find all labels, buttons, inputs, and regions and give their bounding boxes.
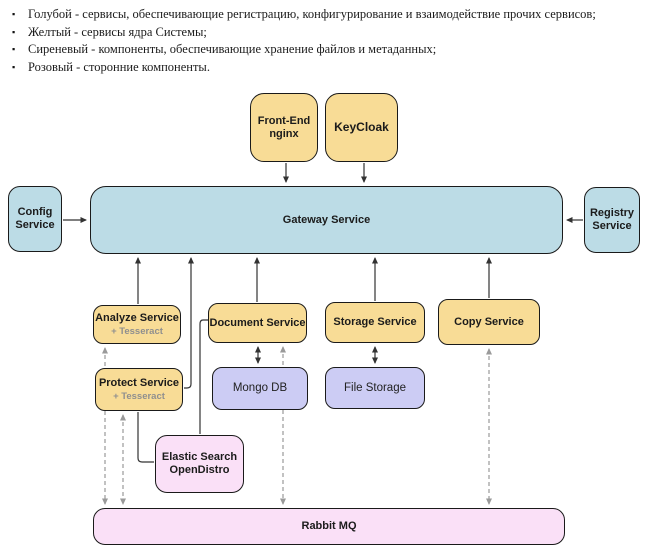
node-label: Analyze Service [95, 312, 179, 324]
legend-item-text: Голубой - сервисы, обеспечивающие регист… [28, 7, 596, 21]
node-sublabel: + Tesseract [111, 326, 163, 337]
node-sublabel: + Tesseract [113, 391, 165, 402]
legend-item-text: Желтый - сервисы ядра Системы; [28, 24, 207, 39]
node-keycloak: KeyCloak [325, 93, 398, 162]
legend-item-yellow: ▪ Желтый - сервисы ядра Системы; [10, 24, 646, 42]
node-rabbit-mq: Rabbit MQ [93, 508, 565, 545]
node-mongo-db: Mongo DB [212, 367, 308, 410]
arrow-protect-to-gateway [184, 257, 194, 389]
node-elastic-search-opendistro: Elastic Search OpenDistro [155, 435, 244, 493]
square-bullet-icon: ▪ [12, 9, 16, 19]
square-bullet-icon: ▪ [12, 61, 16, 72]
line-document-to-elastic [199, 319, 208, 434]
legend-item-lilac: ▪ Сиреневый - компоненты, обеспечивающие … [10, 41, 646, 59]
legend-item-text: Розовый - сторонние компоненты. [28, 59, 210, 74]
node-registry-service: Registry Service [584, 187, 640, 253]
legend-list: ▪ Голубой - сервисы, обеспечивающие регис… [10, 6, 646, 76]
legend-item-pink: ▪ Розовый - сторонние компоненты. [10, 59, 646, 77]
legend-item-blue: ▪ Голубой - сервисы, обеспечивающие регис… [10, 6, 646, 24]
node-file-storage: File Storage [325, 367, 425, 409]
node-analyze-service: Analyze Service + Tesseract [93, 305, 181, 344]
square-bullet-icon: ▪ [12, 26, 16, 37]
node-gateway-service: Gateway Service [90, 186, 563, 254]
square-bullet-icon: ▪ [12, 44, 16, 54]
node-copy-service: Copy Service [438, 299, 540, 345]
node-protect-service: Protect Service + Tesseract [95, 368, 183, 411]
node-storage-service: Storage Service [325, 302, 425, 343]
color-legend: ▪ Голубой - сервисы, обеспечивающие регис… [10, 6, 646, 76]
node-label: Protect Service [98, 377, 180, 389]
node-document-service: Document Service [208, 303, 307, 343]
node-front-end-nginx: Front-End nginx [250, 93, 318, 162]
node-config-service: Config Service [8, 186, 62, 252]
legend-item-text: Сиреневый - компоненты, обеспечивающие х… [28, 42, 437, 56]
line-protect-to-elastic [137, 412, 154, 463]
